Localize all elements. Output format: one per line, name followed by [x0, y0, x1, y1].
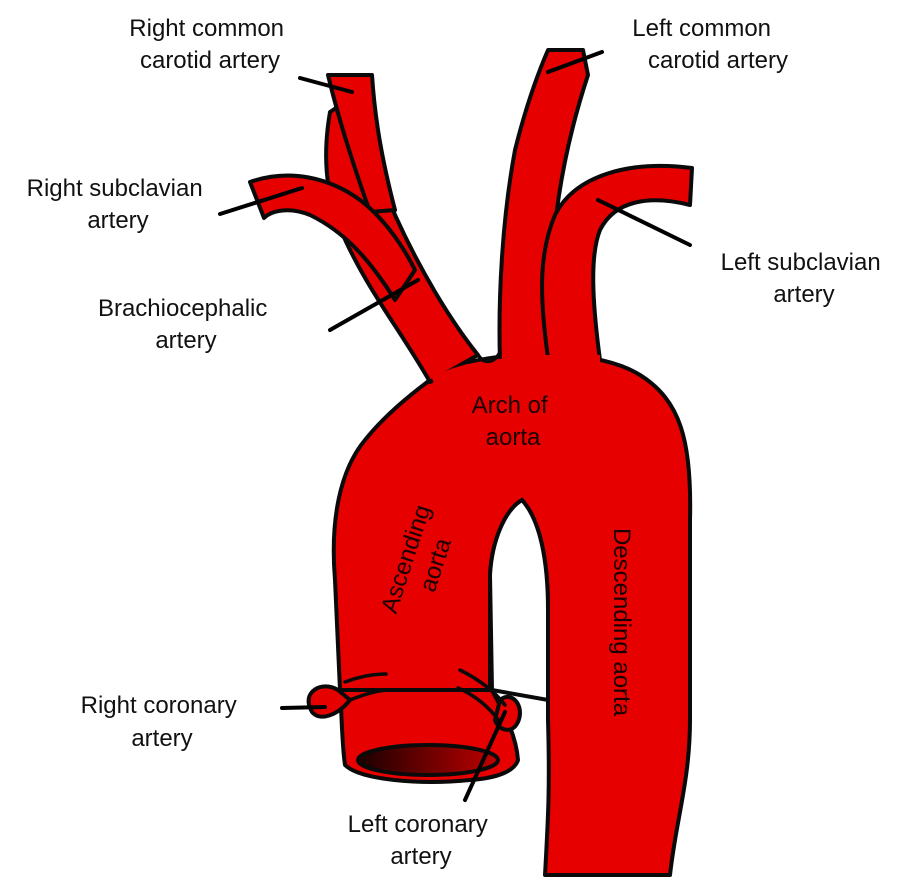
- label-right-coronary: Right coronary artery: [81, 692, 244, 752]
- label-right-subclavian: Right subclavian artery: [27, 175, 210, 234]
- label-left-subclavian: Left subclavian artery: [721, 249, 888, 308]
- right-subclavian-shape: [248, 173, 417, 302]
- leader-right-subclavian: [218, 186, 304, 216]
- label-brachiocephalic: Brachiocephalic artery: [98, 295, 274, 354]
- leader-left-common-carotid: [546, 50, 604, 74]
- label-arch-of-aorta: Arch of aorta: [472, 392, 555, 451]
- arch-inner-gap: [487, 497, 550, 703]
- label-descending-aorta: Descending aorta: [608, 528, 635, 717]
- leader-brachiocephalic: [328, 278, 420, 332]
- label-left-common-carotid: Left common carotid artery: [632, 15, 788, 74]
- left-subclavian-shape: [540, 163, 694, 362]
- leader-left-subclavian: [596, 198, 692, 247]
- right-common-carotid-shape: [326, 73, 397, 214]
- label-right-common-carotid: Right common carotid artery: [129, 15, 290, 74]
- leader-left-coronary: [463, 710, 507, 802]
- leader-right-coronary: [280, 705, 327, 710]
- label-left-coronary: Left coronary artery: [348, 811, 495, 870]
- left-common-carotid-shape: [497, 48, 590, 364]
- aortic-lumen: [356, 743, 500, 777]
- leader-right-common-carotid: [298, 76, 354, 94]
